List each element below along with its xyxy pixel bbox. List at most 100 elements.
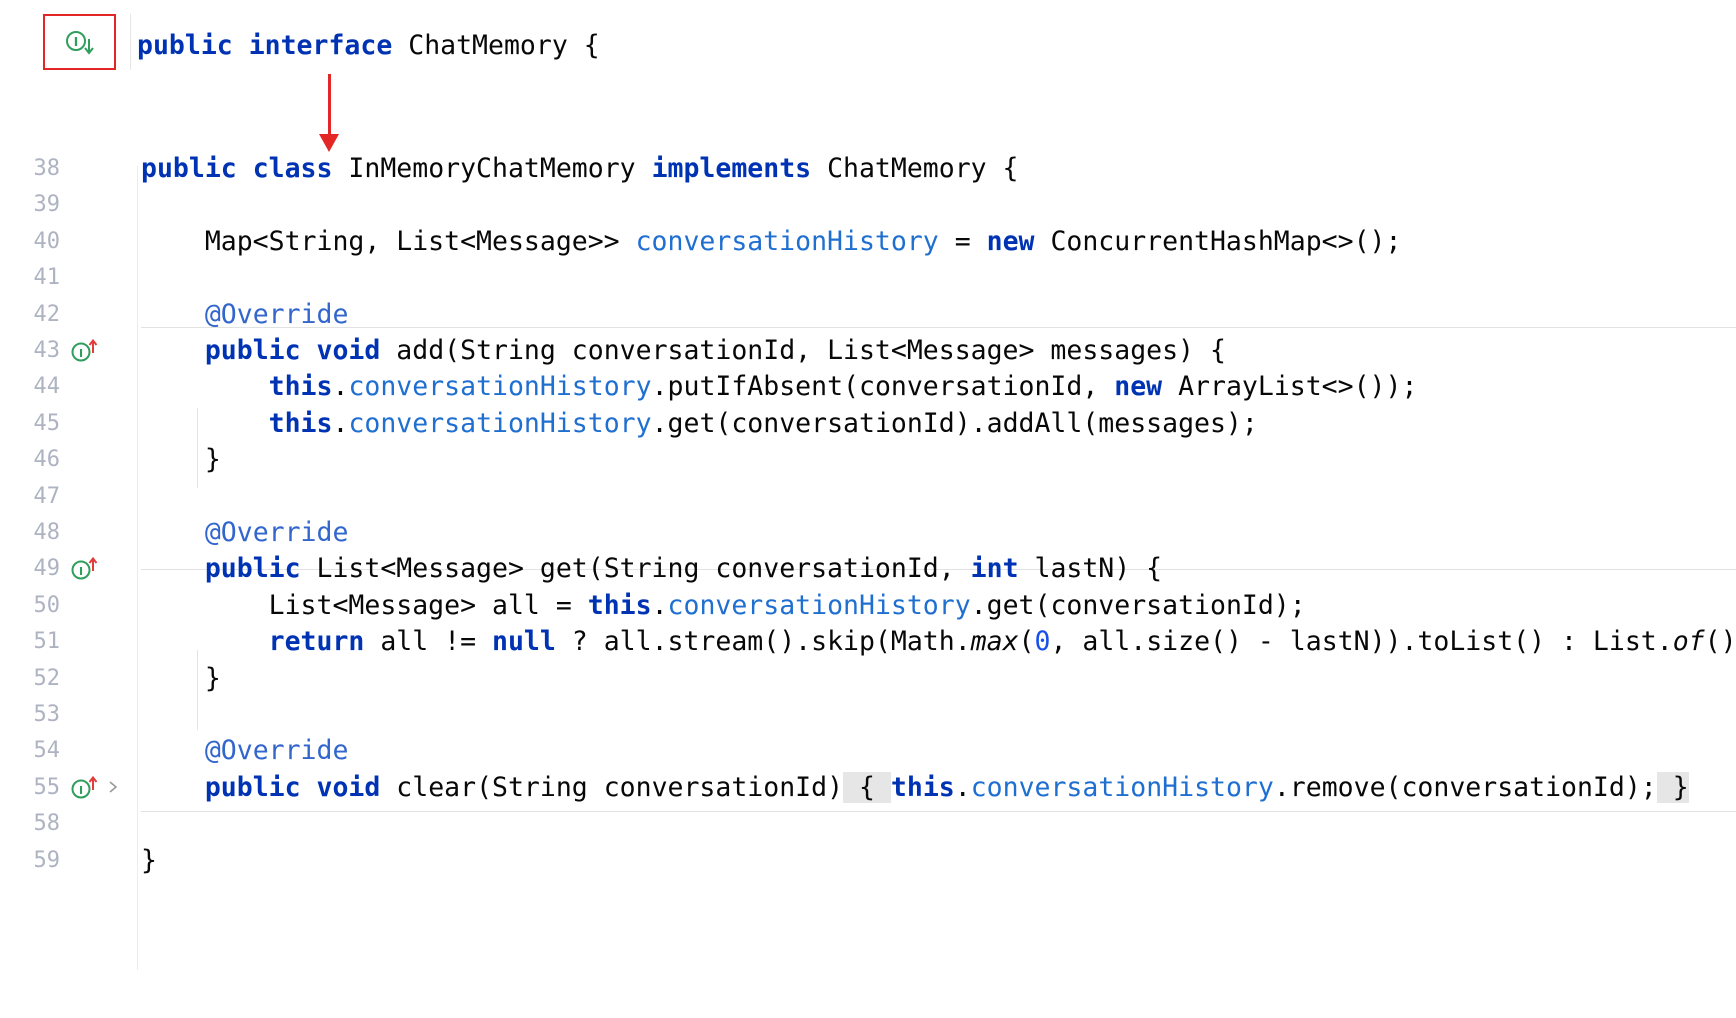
code-line[interactable]: 41: [0, 258, 1736, 298]
code-token: List<Message> all =: [141, 589, 588, 621]
code-content: @Override: [141, 731, 349, 771]
method-separator: [141, 569, 1736, 570]
code-line[interactable]: 42 @Override: [0, 295, 1736, 335]
line-number[interactable]: 44: [33, 374, 61, 400]
implements-up-icon[interactable]: I: [70, 555, 100, 583]
code-token: .: [332, 407, 349, 439]
code-token: conversationHistory: [667, 589, 971, 621]
line-number[interactable]: 55: [33, 774, 61, 800]
code-token: .: [651, 589, 668, 621]
line-number[interactable]: 51: [33, 629, 61, 655]
code-line[interactable]: 53: [0, 695, 1736, 735]
line-number[interactable]: 39: [33, 192, 61, 218]
code-content: public void clear(String conversationId)…: [141, 768, 1689, 808]
line-number[interactable]: 41: [33, 265, 61, 291]
code-token: ChatMemory {: [408, 30, 600, 61]
code-token: int: [970, 553, 1035, 585]
line-number[interactable]: 49: [33, 556, 61, 582]
code-line[interactable]: 49 I public List<Message> get(String conv…: [0, 549, 1736, 589]
code-line[interactable]: 40 Map<String, List<Message>> conversati…: [0, 222, 1736, 262]
method-separator: [141, 327, 1736, 328]
code-token: public: [204, 335, 317, 366]
code-content: @Override: [141, 295, 349, 335]
code-line[interactable]: 48 @Override: [0, 513, 1736, 553]
code-content: @Override: [141, 513, 349, 553]
code-content: public List<Message> get(String conversa…: [141, 549, 1162, 589]
code-line[interactable]: 47: [0, 477, 1736, 517]
implements-up-icon[interactable]: I: [70, 337, 100, 365]
line-number[interactable]: 58: [33, 811, 61, 837]
code-line[interactable]: 43 I public void add(String conversationI…: [0, 331, 1736, 371]
code-token: .putIfAbsent(conversationId,: [651, 371, 1115, 403]
line-number[interactable]: 54: [33, 738, 61, 764]
svg-text:I: I: [79, 347, 83, 360]
code-line[interactable]: 54 @Override: [0, 731, 1736, 771]
implemented-down-icon[interactable]: I: [64, 27, 96, 57]
code-token: this: [268, 371, 333, 403]
code-token: List<Message> get(String conversationId,: [316, 553, 971, 585]
code-token: }: [141, 662, 221, 694]
code-token: this: [890, 771, 955, 803]
code-line[interactable]: 44 this.conversationHistory.putIfAbsent(…: [0, 367, 1736, 407]
line-number[interactable]: 59: [33, 847, 61, 873]
code-line[interactable]: 46 }: [0, 440, 1736, 480]
indent-guide: [197, 408, 198, 488]
line-number[interactable]: 53: [33, 702, 61, 727]
arrow-head: [319, 134, 339, 152]
code-line[interactable]: 39: [0, 185, 1736, 225]
code-token: public: [204, 553, 317, 585]
line-number[interactable]: 40: [33, 228, 61, 254]
line-number[interactable]: 45: [33, 410, 61, 436]
code-token: ArrayList<>());: [1178, 371, 1418, 403]
line-number[interactable]: 52: [33, 665, 61, 691]
line-number[interactable]: 46: [33, 447, 61, 473]
code-token: public: [204, 771, 317, 803]
code-token: @Override: [204, 735, 349, 767]
code-token: .remove(conversationId);: [1273, 771, 1657, 803]
code-token: ();: [1704, 626, 1736, 658]
line-number[interactable]: 43: [33, 338, 61, 363]
code-line[interactable]: 50 List<Message> all = this.conversation…: [0, 586, 1736, 626]
code-line[interactable]: 58: [0, 804, 1736, 844]
code-token: [141, 517, 205, 548]
code-content: }: [141, 659, 221, 699]
code-content: }: [141, 440, 221, 480]
line-number[interactable]: 42: [33, 301, 61, 327]
code-line[interactable]: 45 this.conversationHistory.get(conversa…: [0, 404, 1736, 444]
code-token: all !=: [380, 626, 493, 658]
code-token: public: [141, 153, 253, 184]
gutter-divider: [137, 166, 138, 970]
code-token: clear(String conversationId): [396, 771, 844, 803]
code-token: this: [587, 589, 652, 621]
code-token: =: [938, 225, 987, 257]
fold-chevron-icon[interactable]: [106, 780, 120, 794]
code-token: {: [843, 771, 891, 803]
code-token: null: [492, 626, 556, 658]
code-token: (: [1018, 626, 1035, 658]
line-number[interactable]: 38: [33, 156, 61, 181]
code-token: [141, 371, 269, 402]
line-number[interactable]: 50: [33, 592, 61, 618]
code-token: }: [141, 844, 157, 876]
code-token: [141, 772, 205, 803]
implements-up-icon[interactable]: I: [70, 774, 100, 802]
arrow-shaft: [328, 74, 331, 138]
code-token: ChatMemory {: [827, 153, 1019, 184]
code-line[interactable]: 51 return all != null ? all.stream().ski…: [0, 622, 1736, 662]
line-number[interactable]: 48: [33, 520, 61, 545]
line-number[interactable]: 47: [33, 483, 61, 509]
code-line[interactable]: 52 }: [0, 659, 1736, 699]
code-token: [141, 335, 205, 366]
code-token: @Override: [204, 298, 349, 330]
code-token: new: [986, 225, 1051, 257]
code-token: [141, 735, 205, 766]
highlight-box: I: [43, 14, 116, 70]
code-line[interactable]: 59}: [0, 841, 1736, 881]
code-token: , all.size() - lastN)).toList() : List.: [1050, 626, 1673, 658]
code-line[interactable]: 55 I public void clear(String conversatio…: [0, 768, 1736, 808]
code-content: }: [141, 841, 157, 881]
code-content: public void add(String conversationId, L…: [141, 331, 1226, 371]
svg-text:I: I: [73, 35, 77, 49]
